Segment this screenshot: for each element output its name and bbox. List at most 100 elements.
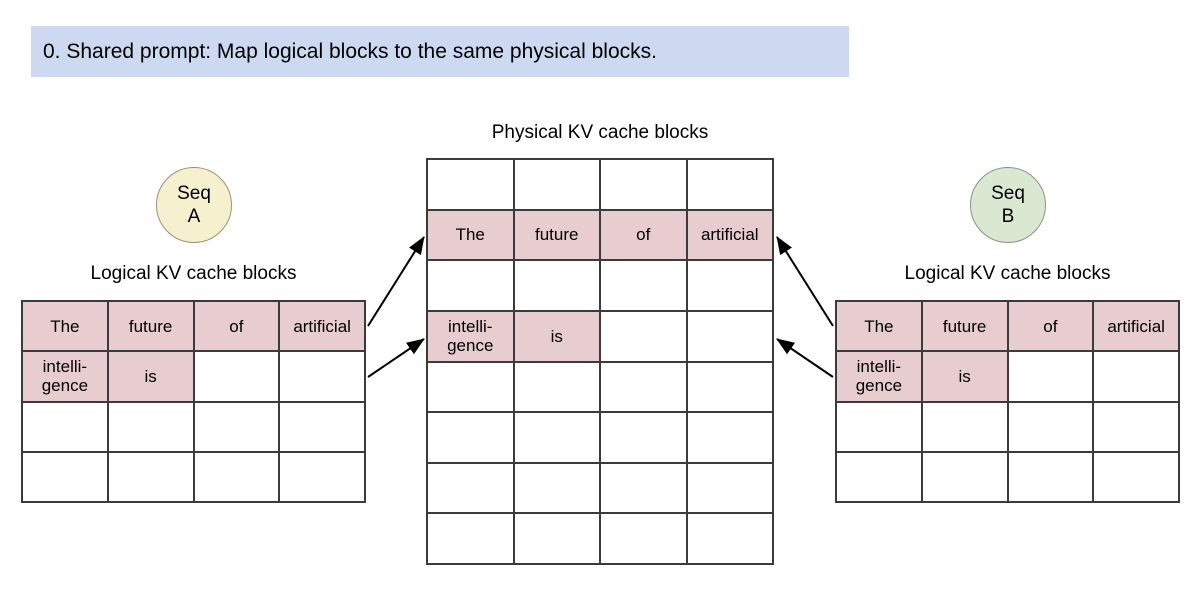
kv-cell (1008, 452, 1095, 503)
kv-cell: is (922, 352, 1009, 403)
kv-cell (1094, 352, 1180, 403)
kv-cell-text: future (128, 316, 173, 336)
kv-cell (514, 514, 601, 565)
kv-cell: is (108, 352, 195, 403)
kv-cell-text: is (550, 326, 563, 346)
kv-cell (428, 463, 515, 515)
kv-cell: of (1008, 302, 1095, 353)
kv-cell-text: artificial (1107, 316, 1165, 336)
kv-cell-text: is (958, 366, 971, 386)
kv-cell (514, 362, 601, 414)
kv-cell (601, 362, 688, 414)
kv-cell (1008, 352, 1095, 403)
kv-cell-text: of (1043, 316, 1058, 336)
kv-cell-text: intelli-gence (447, 317, 494, 356)
seq-b-label-line2: B (1001, 206, 1015, 227)
kv-cell (601, 514, 688, 565)
kv-cell (1094, 452, 1180, 503)
kv-cell (428, 261, 515, 312)
seq-a-badge: Seq A (156, 167, 232, 243)
kv-cell: artificial (1094, 302, 1180, 353)
kv-cell: future (514, 210, 601, 262)
seq-b-label-line1: Seq (991, 183, 1025, 204)
kv-cell: of (601, 210, 688, 262)
kv-cell: is (514, 311, 601, 363)
kv-cell (601, 261, 688, 312)
kv-cell (108, 452, 195, 503)
kv-cell: The (428, 210, 515, 262)
arrow-right-row0-to-physical-row1 (776, 236, 834, 327)
kv-cell (280, 352, 366, 403)
kv-cell (1008, 402, 1095, 453)
kv-cell: future (922, 302, 1009, 353)
kv-cell (23, 402, 109, 453)
kv-cell: future (108, 302, 195, 353)
center-table-caption: Physical KV cache blocks (491, 122, 709, 143)
kv-cell (922, 402, 1009, 453)
kv-cell (1094, 402, 1180, 453)
slide-title-text: 0. Shared prompt: Map logical blocks to … (43, 39, 657, 63)
kv-cell (108, 402, 195, 453)
arrow-right-row1-to-physical-row3 (776, 338, 834, 378)
kv-cell-text: is (144, 366, 157, 386)
kv-cell (514, 261, 601, 312)
kv-cell (687, 311, 774, 363)
kv-cell (428, 362, 515, 414)
kv-cell (837, 402, 923, 453)
left-logical-kv-grid: The future of artificial intelli-gence is (21, 300, 366, 503)
right-table-caption: Logical KV cache blocks (904, 263, 1111, 284)
seq-a-label-line2: A (187, 206, 201, 227)
arrow-left-row0-to-physical-row1 (367, 236, 425, 327)
kv-cell (194, 352, 281, 403)
kv-cell (601, 311, 688, 363)
kv-cell (280, 402, 366, 453)
physical-kv-grid: The future of artificial intelli-gence is (426, 158, 774, 565)
kv-cell (428, 514, 515, 565)
kv-cell (194, 452, 281, 503)
kv-cell-text: The (455, 225, 485, 245)
kv-cell (601, 463, 688, 515)
kv-cell: The (837, 302, 923, 353)
kv-cell (514, 160, 601, 211)
arrow-left-row1-to-physical-row3 (367, 338, 425, 378)
slide-title-banner: 0. Shared prompt: Map logical blocks to … (31, 26, 849, 77)
kv-cell (601, 413, 688, 464)
left-table-caption: Logical KV cache blocks (90, 263, 297, 284)
kv-cell (922, 452, 1009, 503)
kv-cell-text: of (636, 225, 651, 245)
kv-cell (601, 160, 688, 211)
kv-cell (687, 261, 774, 312)
kv-cell: intelli-gence (837, 352, 923, 403)
right-logical-kv-grid: The future of artificial intelli-gence is (835, 300, 1180, 503)
kv-cell (514, 413, 601, 464)
kv-cell (687, 413, 774, 464)
kv-cell: artificial (280, 302, 366, 353)
kv-cell: The (23, 302, 109, 353)
kv-cell (514, 463, 601, 515)
kv-cell: of (194, 302, 281, 353)
kv-cell-text: of (229, 316, 244, 336)
kv-cell-text: future (535, 225, 579, 245)
kv-cell: intelli-gence (23, 352, 109, 403)
kv-cell (687, 160, 774, 211)
kv-cell (428, 160, 515, 211)
kv-cell (687, 463, 774, 515)
kv-cell (687, 514, 774, 565)
kv-cell (23, 452, 109, 503)
kv-cell-text: artificial (700, 225, 759, 245)
seq-a-label-line1: Seq (177, 183, 211, 204)
kv-cell: artificial (687, 210, 774, 262)
kv-cell-text: intelli-gence (855, 357, 903, 396)
kv-cell: intelli-gence (428, 311, 515, 363)
kv-cell (428, 413, 515, 464)
kv-cell (280, 452, 366, 503)
kv-cell-text: The (50, 316, 80, 336)
kv-cell-text: intelli-gence (41, 357, 89, 396)
kv-cell-text: artificial (293, 316, 351, 336)
seq-b-badge: Seq B (970, 167, 1046, 243)
kv-cell (687, 362, 774, 414)
kv-cell (837, 452, 923, 503)
kv-cell (194, 402, 281, 453)
kv-cell-text: The (864, 316, 894, 336)
